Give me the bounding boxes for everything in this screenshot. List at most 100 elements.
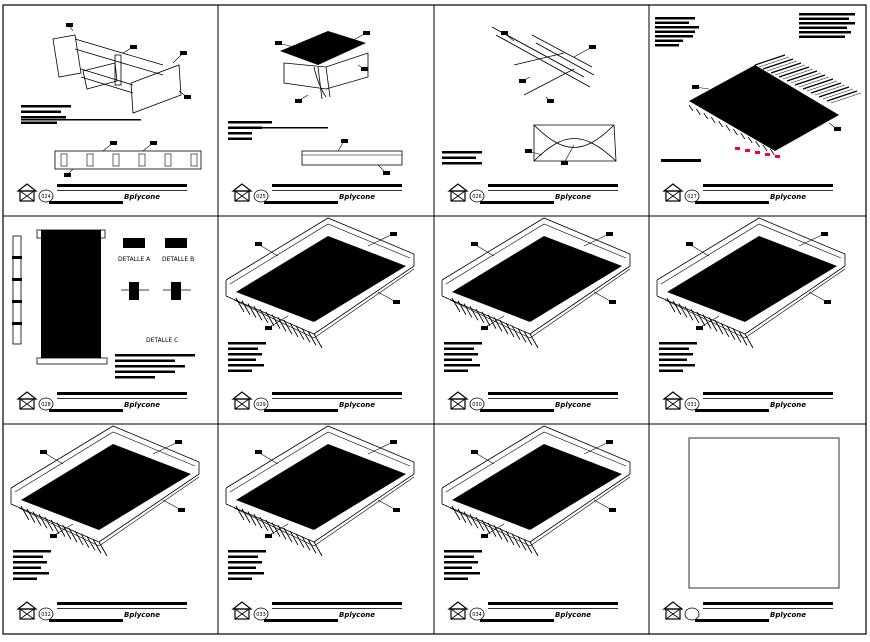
title-line (272, 392, 402, 395)
title-rule (488, 608, 618, 609)
leader-tag (525, 149, 532, 153)
title-block: Bplycone (662, 601, 833, 622)
detail-b-label: DETALLE B (162, 256, 195, 263)
title-rule (488, 190, 618, 191)
house-icon (662, 601, 684, 620)
joist (529, 541, 539, 557)
text-block (444, 561, 478, 564)
text-block (655, 44, 679, 47)
sheet-number: 028 (41, 402, 51, 408)
title-line (703, 602, 833, 605)
joist (708, 317, 718, 332)
joist (241, 300, 251, 315)
joist (277, 525, 287, 540)
slab-edge (744, 268, 846, 339)
leader-line (367, 233, 394, 247)
beam-elevation (301, 150, 403, 166)
house-icon (16, 391, 38, 410)
leader-tag (696, 326, 703, 330)
sheet-number: 031 (687, 402, 697, 408)
corrugation (794, 74, 826, 86)
joist (505, 530, 515, 546)
bolt-group (164, 153, 172, 167)
corrugation (790, 72, 822, 84)
title-line (272, 184, 402, 187)
sheet-number: 026 (472, 194, 482, 200)
sheet-number-circle (469, 189, 485, 203)
joist (26, 508, 36, 523)
leader-tag (363, 31, 370, 35)
highlight-mark (765, 153, 770, 156)
brand-logo: Bplycone (770, 193, 806, 201)
sheet-number: 032 (41, 612, 51, 618)
spec-notes (659, 342, 697, 372)
parapet-outline (225, 217, 415, 281)
slab-edge (529, 476, 631, 547)
text-block (115, 359, 175, 362)
corrugated-deck-drawing (655, 13, 862, 162)
detail-a-label: DETALLE A (118, 256, 151, 263)
leader-tag (606, 232, 613, 236)
joist (703, 112, 709, 120)
leader-tag (255, 450, 262, 454)
text-block (659, 353, 693, 356)
joist (235, 505, 245, 521)
text-block (655, 17, 695, 20)
brace-curve (533, 124, 617, 162)
parapet-inner (14, 431, 196, 493)
slab-edge (225, 503, 315, 543)
bolt-group (86, 153, 94, 167)
house-icon (16, 601, 38, 620)
sheet-number: 025 (256, 194, 266, 200)
base-plate (36, 357, 108, 365)
parapet-outline (441, 217, 631, 281)
leader-tag (180, 51, 187, 55)
corrugation (822, 88, 854, 100)
brace (313, 66, 327, 98)
slab-iso-drawing (225, 425, 415, 557)
text-block (442, 162, 482, 165)
joist (289, 322, 299, 338)
joist (666, 297, 676, 313)
joist (259, 516, 269, 532)
steel-frame-drawing (21, 23, 202, 177)
corrugation (814, 84, 846, 96)
text-block (799, 31, 851, 34)
text-block (115, 376, 155, 379)
title-rule (488, 398, 618, 399)
brand-logo: Bplycone (770, 401, 806, 409)
joist (289, 530, 299, 546)
joist (469, 514, 479, 529)
leader-tag (481, 534, 488, 538)
joist (690, 308, 700, 324)
joist (702, 314, 712, 329)
brand-logo: Bplycone (339, 193, 375, 201)
truss-drawing (442, 26, 617, 165)
joist (523, 331, 533, 346)
brand-logo: Bplycone (555, 611, 591, 619)
joist (475, 516, 485, 532)
slab-iso-drawing (10, 425, 200, 557)
joist (92, 539, 102, 554)
sheet-number-circle (684, 397, 700, 411)
text-block (444, 347, 474, 350)
slab-surface (667, 236, 837, 322)
slab-iso-drawing (441, 425, 631, 557)
text-block (228, 369, 252, 372)
leader-tag (175, 440, 182, 444)
title-line (57, 602, 187, 605)
title-rule (57, 190, 187, 191)
title-rule (272, 398, 402, 399)
detail-a-shape (123, 238, 145, 248)
joist (487, 522, 497, 537)
house-icon (447, 601, 469, 620)
parapet-inner (445, 223, 627, 285)
joist (499, 319, 509, 335)
subtitle-line (695, 619, 769, 622)
joist (259, 308, 269, 324)
leader-tag (341, 139, 348, 143)
text-block (661, 159, 701, 162)
joist (733, 128, 738, 136)
highlight-mark (735, 147, 740, 150)
